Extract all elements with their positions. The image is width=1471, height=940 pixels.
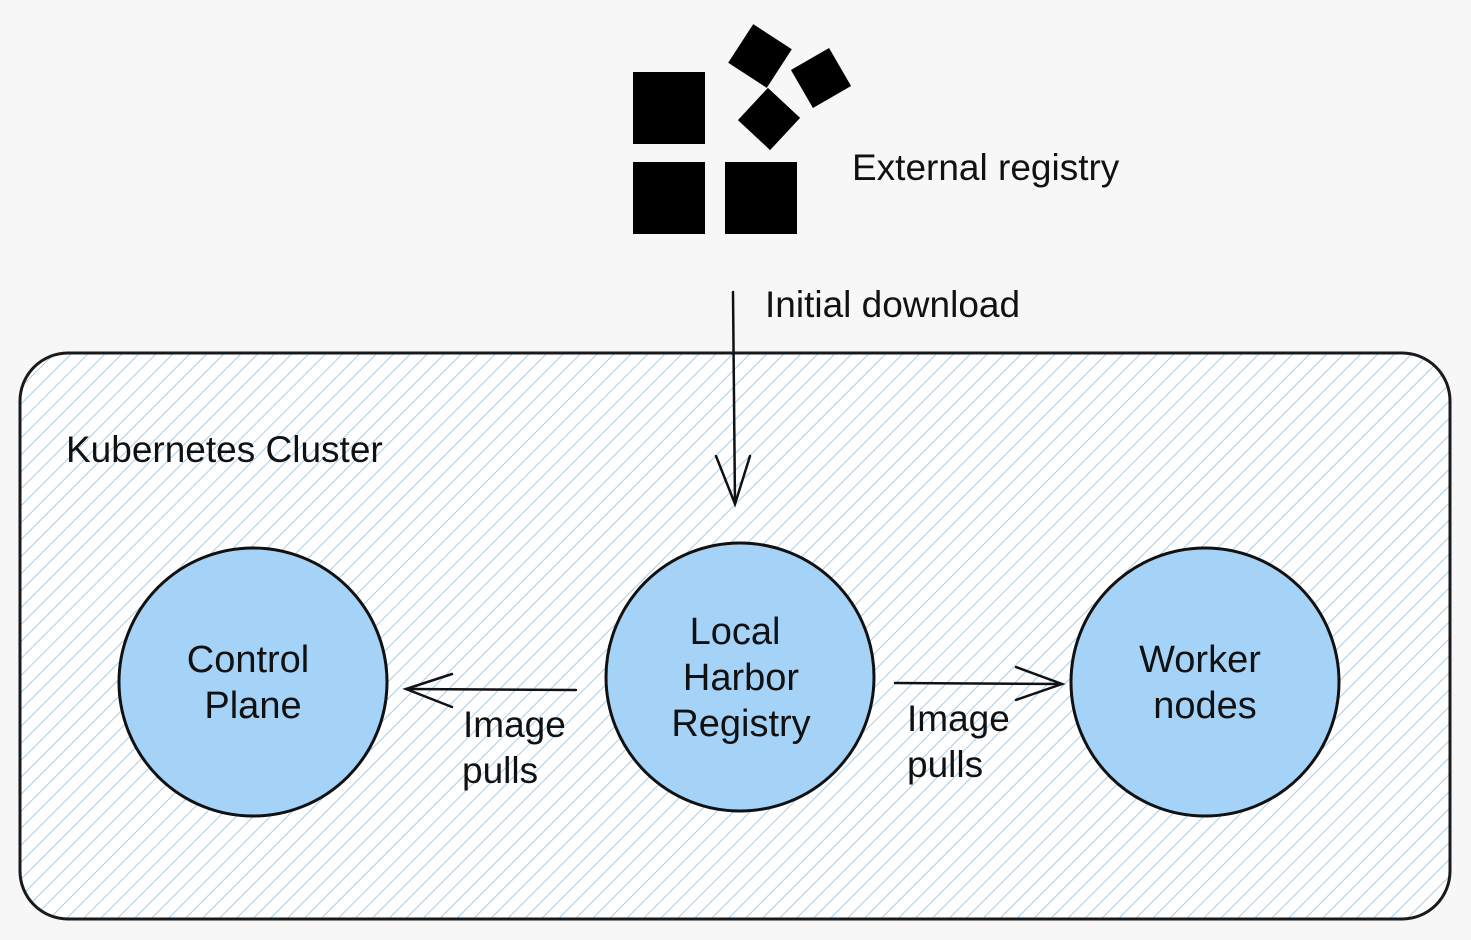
external-registry-label: External registry: [852, 147, 1120, 188]
image-pulls-arrow-left: [402, 672, 578, 709]
image-pulls-right-line1: Image: [907, 698, 1010, 739]
worker-label-line1: Worker: [1139, 639, 1261, 681]
harbor-label-line3: Registry: [671, 703, 810, 745]
initial-download-arrow: [714, 290, 752, 508]
harbor-registry-node: Local Harbor Registry: [604, 541, 876, 813]
image-pulls-arrow-right: [893, 665, 1066, 702]
control-plane-label-line2: Plane: [204, 685, 301, 727]
cluster-label: Kubernetes Cluster: [66, 429, 383, 470]
harbor-label-line2: Harbor: [683, 657, 799, 699]
image-pulls-left-line1: Image: [463, 704, 566, 745]
image-pulls-right-line2: pulls: [907, 744, 983, 785]
registry-blocks-icon: [633, 24, 852, 234]
control-plane-node: Control Plane: [117, 546, 389, 818]
worker-label-line2: nodes: [1153, 685, 1257, 727]
image-pulls-left-line2: pulls: [462, 750, 538, 791]
initial-download-label: Initial download: [765, 284, 1020, 325]
worker-nodes-node: Worker nodes: [1069, 546, 1341, 818]
control-plane-label-line1: Control: [187, 639, 310, 681]
harbor-label-line1: Local: [690, 611, 781, 653]
